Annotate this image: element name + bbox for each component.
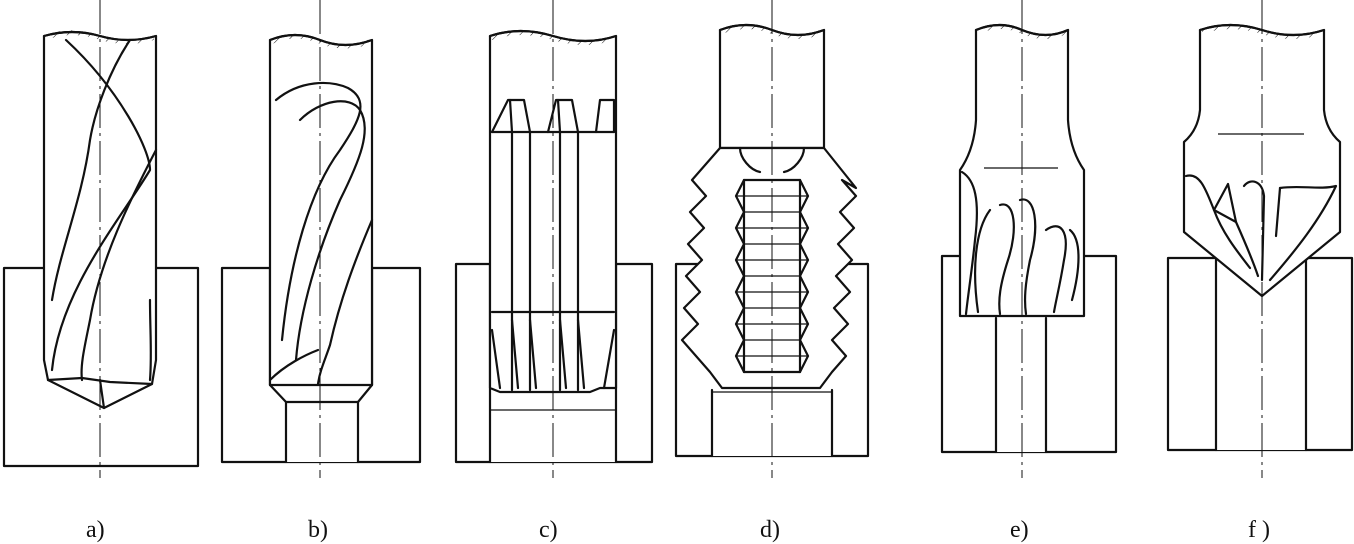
label-b: b)	[308, 517, 328, 543]
label-e: e)	[1010, 517, 1029, 543]
panel-b-core-drilling	[220, 0, 422, 478]
label-f: f )	[1248, 517, 1270, 543]
label-d: d)	[760, 517, 780, 543]
core-drill-b	[268, 33, 374, 387]
panel-e-counterboring	[940, 0, 1118, 478]
label-a: a)	[86, 517, 105, 543]
panel-d-tapping	[674, 0, 870, 478]
panel-a-drilling	[2, 0, 200, 478]
panel-c-reaming	[454, 0, 654, 478]
label-c: c)	[539, 517, 558, 543]
panel-f-countersinking	[1166, 0, 1354, 478]
